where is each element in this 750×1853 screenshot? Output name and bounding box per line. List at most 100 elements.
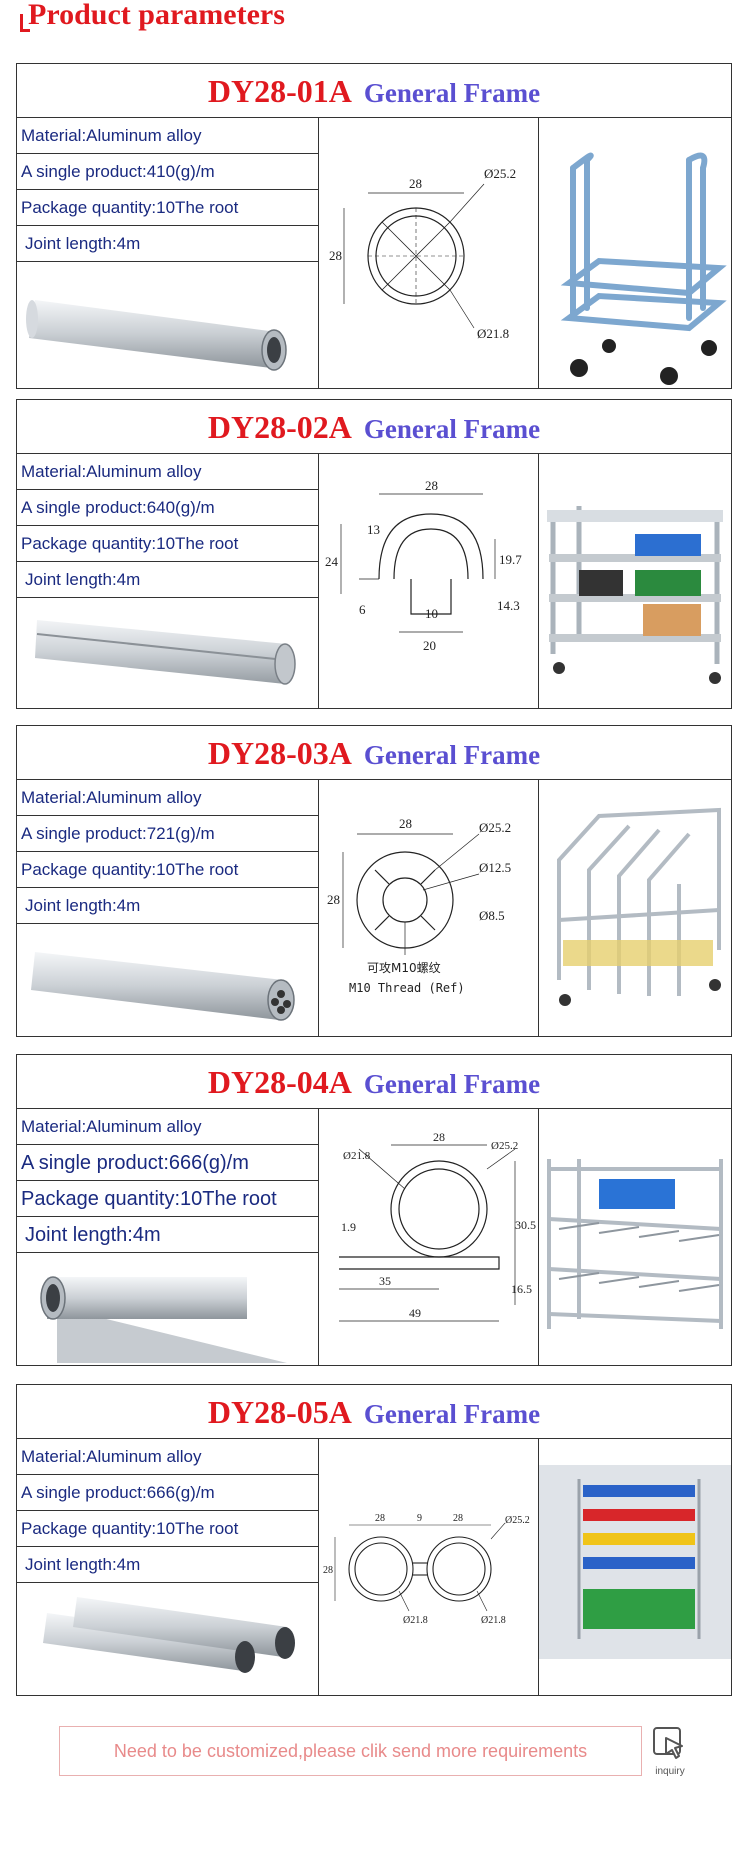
dim-right-inner-diameter: Ø21.8 — [481, 1615, 506, 1626]
spec-single-product: A single product:666(g)/m — [17, 1145, 319, 1181]
product-header: DY28-01A General Frame — [17, 64, 731, 118]
profile-drawing-svg: 28 9 28 Ø25.2 28 Ø21.8 Ø21.8 — [323, 1513, 530, 1626]
product-name: General Frame — [363, 740, 541, 770]
spec-material: Material:Aluminum alloy — [17, 1439, 319, 1475]
dim-inner-diameter: Ø21.8 — [477, 326, 509, 341]
profile-drawing-svg: Ø21.8 28 Ø25.2 1.9 30.5 35 16.5 49 — [339, 1130, 536, 1322]
page-title: Product parameters — [20, 0, 285, 34]
product-name: General Frame — [363, 1399, 541, 1429]
profile-drawing-svg: 28 Ø25.2 Ø12.5 28 Ø8.5 可攻M10螺纹 M10 Threa… — [327, 816, 511, 995]
application-photo — [539, 1439, 731, 1695]
profile-photo — [17, 1583, 319, 1695]
product-card-4: DY28-04A General Frame Material:Aluminum… — [16, 1054, 732, 1366]
dim-flange-height: 16.5 — [511, 1282, 532, 1296]
product-card-1: DY28-01A General Frame Material:Aluminum… — [16, 63, 732, 389]
dim-outer-diameter: Ø25.2 — [491, 1140, 518, 1152]
bin-rack-image — [539, 1465, 731, 1659]
aluminum-double-tube-image — [43, 1597, 295, 1673]
spec-joint-length: Joint length:4m — [17, 888, 319, 924]
dim-hole-diameter: Ø8.5 — [479, 908, 505, 923]
spec-package-quantity: Package quantity:10The root — [17, 852, 319, 888]
cursor-click-icon — [653, 1727, 683, 1759]
dim-height: 30.5 — [515, 1218, 536, 1232]
dim-base-width: 20 — [423, 638, 436, 653]
thread-note-cn: 可攻M10螺纹 — [367, 961, 441, 975]
profile-drawing-svg: 28 Ø25.2 28 Ø21.8 — [329, 166, 516, 341]
dim-height: 28 — [329, 248, 342, 263]
spec-material: Material:Aluminum alloy — [17, 1109, 319, 1145]
spec-joint-length: Joint length:4m — [17, 1217, 319, 1253]
application-photo — [539, 1109, 731, 1365]
product-header: DY28-03A General Frame — [17, 726, 731, 780]
product-code: DY28-02A — [207, 409, 352, 445]
product-name: General Frame — [363, 1069, 541, 1099]
dim-outer-diameter: Ø25.2 — [505, 1515, 530, 1526]
dim-top: 13 — [367, 522, 380, 537]
title-corner-mark — [20, 14, 30, 32]
spec-list: Material:Aluminum alloy A single product… — [17, 780, 319, 924]
product-code: DY28-05A — [207, 1394, 352, 1430]
product-name: General Frame — [363, 414, 541, 444]
dim-core-diameter: Ø12.5 — [479, 860, 511, 875]
spec-single-product: A single product:410(g)/m — [17, 154, 319, 190]
spec-package-quantity: Package quantity:10The root — [17, 1511, 319, 1547]
profile-photo — [17, 598, 319, 708]
product-header: DY28-04A General Frame — [17, 1055, 731, 1109]
dim-left-lip: 6 — [359, 602, 366, 617]
dim-inner-diameter: Ø21.8 — [343, 1150, 371, 1162]
spec-joint-length: Joint length:4m — [17, 1547, 319, 1583]
spec-material: Material:Aluminum alloy — [17, 454, 319, 490]
spec-list: Material:Aluminum alloy A single product… — [17, 1109, 319, 1253]
spec-package-quantity: Package quantity:10The root — [17, 526, 319, 562]
customize-banner-button[interactable]: Need to be customized,please clik send m… — [59, 1726, 642, 1776]
dim-height: 24 — [325, 554, 339, 569]
product-header: DY28-05A General Frame — [17, 1385, 731, 1439]
spec-material: Material:Aluminum alloy — [17, 780, 319, 816]
application-photo — [539, 780, 731, 1036]
spec-package-quantity: Package quantity:10The root — [17, 190, 319, 226]
product-header: DY28-02A General Frame — [17, 400, 731, 454]
dim-right-lip: 14.3 — [497, 598, 520, 613]
dim-width: 28 — [399, 816, 412, 831]
product-name: General Frame — [363, 78, 541, 108]
dim-height: 28 — [327, 892, 340, 907]
inquiry-label: inquiry — [655, 1766, 685, 1777]
dim-flange-thickness: 1.9 — [341, 1220, 356, 1234]
aluminum-tube-image — [35, 620, 296, 685]
product-code: DY28-04A — [207, 1064, 352, 1100]
dim-right-height: 19.7 — [499, 552, 522, 567]
spec-material: Material:Aluminum alloy — [17, 118, 319, 154]
dim-height: 28 — [323, 1565, 333, 1576]
aluminum-tube-image — [31, 952, 295, 1021]
product-code: DY28-01A — [207, 73, 352, 109]
spec-single-product: A single product:666(g)/m — [17, 1475, 319, 1511]
product-card-3: DY28-03A General Frame Material:Aluminum… — [16, 725, 732, 1037]
thread-note-en: M10 Thread (Ref) — [349, 981, 465, 995]
dim-outer-diameter: Ø25.2 — [484, 166, 516, 181]
product-card-5: DY28-05A General Frame Material:Aluminum… — [16, 1384, 732, 1696]
inquiry-button[interactable]: inquiry — [650, 1726, 690, 1780]
dim-offset: 35 — [379, 1274, 391, 1288]
cross-section-drawing: 28 9 28 Ø25.2 28 Ø21.8 Ø21.8 — [319, 1439, 539, 1695]
page-title-text: Product parameters — [28, 0, 285, 31]
flow-rack-image — [557, 807, 721, 1006]
spec-single-product: A single product:721(g)/m — [17, 816, 319, 852]
shelf-cart-image — [547, 506, 723, 684]
profile-photo — [17, 262, 319, 388]
spec-list: Material:Aluminum alloy A single product… — [17, 118, 319, 262]
product-card-2: DY28-02A General Frame Material:Aluminum… — [16, 399, 732, 709]
dim-width: 28 — [433, 1130, 445, 1144]
dim-total-width: 49 — [409, 1306, 421, 1320]
spec-package-quantity: Package quantity:10The root — [17, 1181, 319, 1217]
dim-slot-width: 10 — [425, 606, 438, 621]
spec-joint-length: Joint length:4m — [17, 226, 319, 262]
profile-photo — [17, 924, 319, 1036]
application-photo — [539, 454, 731, 708]
dim-width: 28 — [409, 176, 422, 191]
spec-list: Material:Aluminum alloy A single product… — [17, 1439, 319, 1583]
profile-drawing-svg: 28 13 24 19.7 6 10 14.3 20 — [325, 478, 522, 653]
aluminum-tube-image — [26, 300, 287, 371]
cart-frame-image — [560, 152, 727, 385]
dim-outer-diameter: Ø25.2 — [479, 820, 511, 835]
product-code: DY28-03A — [207, 735, 352, 771]
